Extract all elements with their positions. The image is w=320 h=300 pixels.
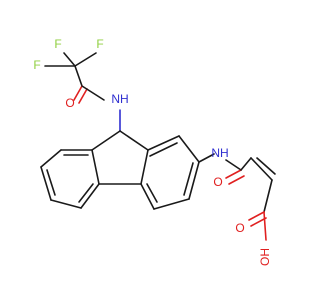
bond-vinyl-2	[263, 179, 273, 213]
bond-rb-5d	[146, 183, 158, 203]
bond-rb-3	[188, 161, 200, 200]
atom-o-amide-right: O	[213, 175, 222, 189]
bond-rb-2	[178, 135, 200, 163]
bond-carbonyl-to-nh	[81, 85, 105, 101]
bond-acid-oh	[263, 211, 267, 241]
bond-c9-right	[119, 130, 149, 151]
bond-lb-2	[40, 149, 62, 168]
bond-rb-1d	[149, 142, 178, 157]
bond-lb-5	[80, 183, 100, 209]
bond-carbonyl-right-b	[228, 175, 245, 185]
bond-rb-3d	[183, 162, 194, 196]
bond-vinyl-double-a	[250, 157, 273, 181]
bond-carbonyl-left-b	[78, 88, 88, 104]
bond-acid-o-b	[250, 217, 267, 227]
bond-five-left	[91, 149, 100, 185]
atom-f-left: F	[33, 58, 40, 72]
atom-o-amide-left: O	[65, 96, 74, 110]
atom-o-acid: O	[235, 221, 244, 235]
bond-lb-4	[50, 199, 82, 209]
bond-acid-o-a	[248, 211, 265, 221]
bond-rb-4	[153, 198, 190, 210]
bond-ring-nh-right	[198, 153, 215, 163]
bond-rb-5	[140, 183, 155, 210]
bond-lb-5d	[78, 183, 94, 203]
bond-lb-3	[40, 166, 52, 201]
bond-carbonyl-right-a	[225, 169, 242, 179]
bond-nh-right-carbonyl	[225, 159, 242, 171]
atom-f-top-right: F	[96, 37, 103, 51]
molecule-svg: F F F O NH NH O O OH	[33, 37, 276, 266]
bond-vinyl-double-b	[256, 157, 276, 175]
bond-lb-3d	[46, 169, 56, 196]
atom-nh-top: NH	[111, 92, 128, 106]
bond-cf-top-right	[74, 52, 97, 67]
bond-cf3-carbonyl	[74, 65, 83, 87]
bond-five-right	[140, 149, 149, 185]
bond-c9-left	[91, 130, 121, 151]
bond-rb-1	[147, 135, 180, 151]
bond-cf-top-left	[63, 52, 76, 67]
bond-vinyl-1	[240, 157, 252, 171]
molecule-diagram: F F F O NH NH O O OH	[33, 37, 276, 266]
atom-f-top-left: F	[54, 37, 61, 51]
atom-nh-right: NH	[211, 146, 228, 160]
bond-carbonyl-left-a	[73, 85, 83, 101]
atom-oh-acid: OH	[258, 248, 272, 266]
